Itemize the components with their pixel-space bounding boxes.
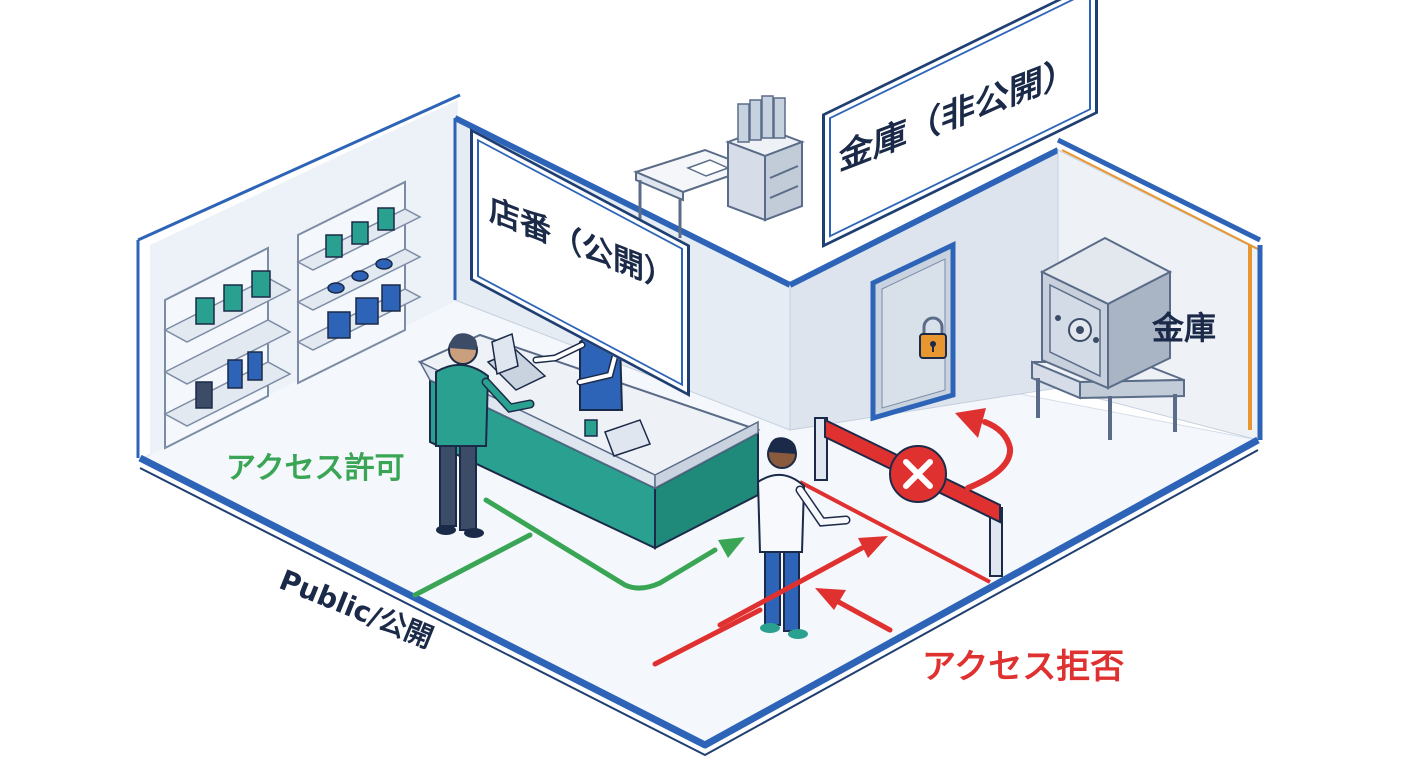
customer-allowed xyxy=(435,333,535,538)
safe xyxy=(1031,236,1185,440)
floor-edge xyxy=(138,436,1260,749)
deny-icon xyxy=(889,445,947,503)
denied-arrow-head-2 xyxy=(815,588,846,610)
bounce-back-arrow xyxy=(955,408,1014,491)
allowed-arrow-head xyxy=(718,537,745,558)
office-desk xyxy=(633,148,755,238)
access-denied-label: アクセス拒否 xyxy=(922,647,1125,687)
customer-denied xyxy=(756,437,851,639)
denied-arrow-head-1 xyxy=(858,536,888,558)
shelf-right xyxy=(296,180,422,385)
safe-label: 金庫 xyxy=(1152,309,1217,347)
denied-path xyxy=(652,536,893,667)
shelf-left xyxy=(163,246,292,450)
padlock-icon xyxy=(919,316,947,359)
vault-door xyxy=(870,241,956,422)
allowed-path xyxy=(412,497,745,598)
access-allowed-label: アクセス許可 xyxy=(226,451,405,486)
filing-cabinet xyxy=(725,95,805,222)
